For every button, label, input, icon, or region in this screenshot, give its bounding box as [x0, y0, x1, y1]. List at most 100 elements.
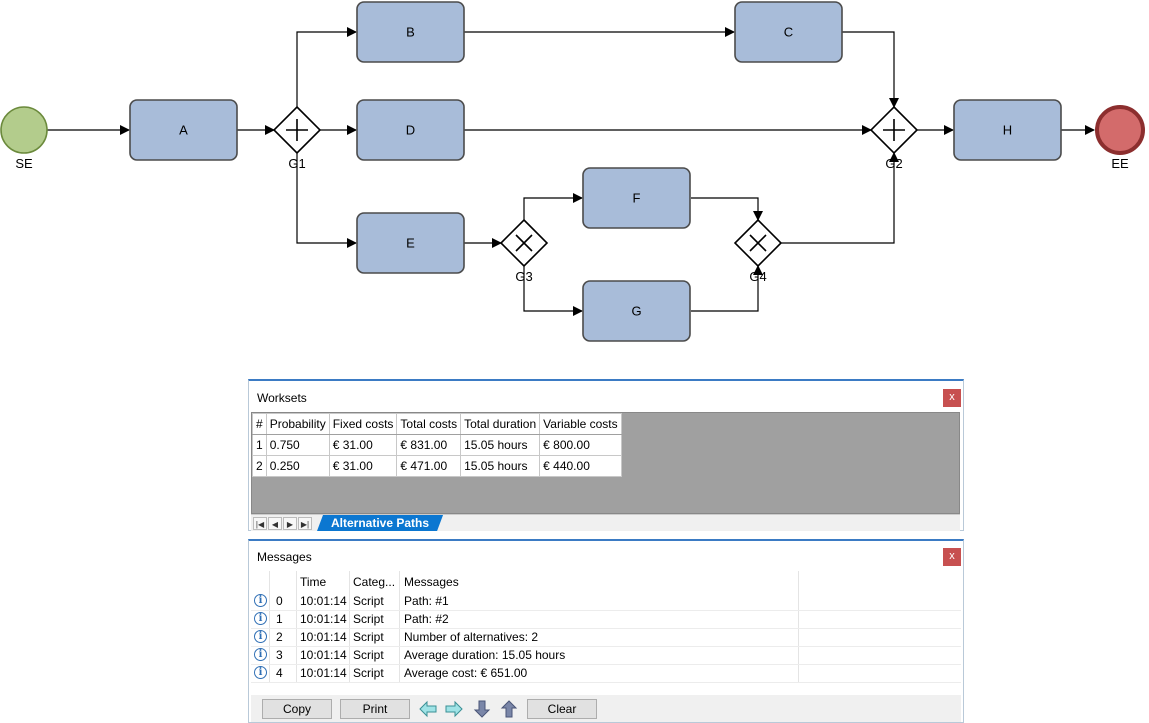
column-divider	[349, 571, 350, 683]
worksets-title: Worksets	[257, 391, 307, 405]
worksets-header-row: # Probability Fixed costs Total costs To…	[252, 413, 622, 435]
gateway-g3-label: G3	[515, 269, 532, 284]
list-item[interactable]: i 3 10:01:14 Script Average duration: 15…	[251, 647, 961, 665]
arrow-right-icon[interactable]	[444, 699, 464, 719]
last-tab-icon[interactable]: ▶|	[298, 517, 312, 530]
message-text: Path: #2	[404, 612, 449, 626]
table-cell: 1	[252, 434, 267, 456]
worksets-table: # Probability Fixed costs Total costs To…	[252, 413, 622, 477]
column-header-category[interactable]: Categ...	[353, 575, 396, 589]
messages-table: Time Categ... Messages i 0 10:01:14 Scri…	[251, 571, 961, 683]
column-header[interactable]: Total duration	[460, 413, 541, 435]
list-item[interactable]: i 0 10:01:14 Script Path: #1	[251, 593, 961, 611]
messages-toolbar: Copy Print Clear	[251, 695, 961, 722]
gateway-g2-label: G2	[885, 156, 902, 171]
message-id: 0	[276, 594, 283, 608]
table-cell: € 831.00	[396, 434, 462, 456]
message-category: Script	[353, 612, 384, 626]
task-c-label: C	[784, 25, 793, 40]
arrow-up-icon[interactable]	[499, 699, 519, 719]
task-f[interactable]: F	[582, 167, 691, 229]
column-header[interactable]: Fixed costs	[328, 413, 398, 435]
task-b-label: B	[406, 25, 415, 40]
info-icon: i	[254, 648, 267, 661]
messages-header-row: Time Categ... Messages	[251, 571, 961, 593]
gateway-g1[interactable]: G1	[272, 105, 322, 171]
table-row[interactable]: 2 0.250 € 31.00 € 471.00 15.05 hours € 4…	[252, 455, 622, 477]
gateway-g4[interactable]: G4	[733, 218, 783, 284]
task-f-label: F	[633, 191, 641, 206]
table-cell: € 440.00	[539, 455, 622, 477]
column-header[interactable]: Variable costs	[539, 413, 622, 435]
print-button[interactable]: Print	[340, 699, 410, 719]
next-tab-icon[interactable]: ▶	[283, 517, 297, 530]
copy-button[interactable]: Copy	[262, 699, 332, 719]
table-cell: € 800.00	[539, 434, 622, 456]
message-time: 10:01:14	[300, 594, 347, 608]
table-cell: € 471.00	[396, 455, 462, 477]
task-a[interactable]: A	[129, 99, 238, 161]
info-icon: i	[254, 612, 267, 625]
clear-button[interactable]: Clear	[527, 699, 597, 719]
sheet-tab-bar: |◀ ◀ ▶ ▶| Alternative Paths	[251, 514, 960, 531]
table-cell: 0.250	[265, 455, 330, 477]
task-e-label: E	[406, 236, 415, 251]
end-event-label: EE	[1111, 156, 1129, 171]
table-row[interactable]: 1 0.750 € 31.00 € 831.00 15.05 hours € 8…	[252, 434, 622, 456]
table-cell: 15.05 hours	[460, 434, 541, 456]
column-divider	[269, 571, 270, 683]
message-time: 10:01:14	[300, 612, 347, 626]
table-cell: 2	[252, 455, 267, 477]
worksets-grid: # Probability Fixed costs Total costs To…	[251, 412, 960, 514]
column-header[interactable]: Total costs	[396, 413, 462, 435]
column-header-time[interactable]: Time	[300, 575, 327, 589]
info-icon: i	[254, 630, 267, 643]
message-time: 10:01:14	[300, 630, 347, 644]
first-tab-icon[interactable]: |◀	[253, 517, 267, 530]
message-category: Script	[353, 648, 384, 662]
task-e[interactable]: E	[356, 212, 465, 274]
arrow-left-icon[interactable]	[418, 699, 438, 719]
column-header-messages[interactable]: Messages	[404, 575, 459, 589]
task-c[interactable]: C	[734, 1, 843, 63]
list-item[interactable]: i 1 10:01:14 Script Path: #2	[251, 611, 961, 629]
start-event[interactable]: SE	[0, 106, 48, 171]
gateway-g3[interactable]: G3	[499, 218, 549, 284]
task-d-label: D	[406, 123, 415, 138]
table-cell: 0.750	[265, 434, 330, 456]
table-cell: € 31.00	[328, 455, 398, 477]
messages-title: Messages	[257, 550, 312, 564]
messages-close-button[interactable]: x	[943, 548, 961, 566]
message-text: Average duration: 15.05 hours	[404, 648, 566, 662]
list-item[interactable]: i 2 10:01:14 Script Number of alternativ…	[251, 629, 961, 647]
column-header[interactable]: Probability	[265, 413, 330, 435]
tab-alternative-paths[interactable]: Alternative Paths	[317, 515, 443, 531]
message-id: 2	[276, 630, 283, 644]
task-h[interactable]: H	[953, 99, 1062, 161]
process-diagram: SE EE A B C D E F G H G1	[0, 1, 1145, 342]
column-divider	[296, 571, 297, 683]
task-h-label: H	[1003, 123, 1012, 138]
table-cell: € 31.00	[328, 434, 398, 456]
arrow-down-icon[interactable]	[472, 699, 492, 719]
message-text: Number of alternatives: 2	[404, 630, 539, 644]
table-cell: 15.05 hours	[460, 455, 541, 477]
list-item[interactable]: i 4 10:01:14 Script Average cost: € 651.…	[251, 665, 961, 683]
column-divider	[399, 571, 400, 683]
gateway-g2[interactable]: G2	[869, 105, 919, 171]
message-id: 1	[276, 612, 283, 626]
prev-tab-icon[interactable]: ◀	[268, 517, 282, 530]
task-g[interactable]: G	[582, 280, 691, 342]
messages-panel: Messages x Time Categ... Messages i 0 10…	[248, 539, 964, 723]
message-time: 10:01:14	[300, 666, 347, 680]
worksets-panel: Worksets x # Probability Fixed costs Tot…	[248, 379, 964, 531]
end-event[interactable]: EE	[1095, 105, 1145, 171]
sequence-flows	[47, 27, 1095, 316]
gateway-g1-label: G1	[288, 156, 305, 171]
worksets-close-button[interactable]: x	[943, 389, 961, 407]
column-header[interactable]: #	[252, 413, 267, 435]
start-event-label: SE	[15, 156, 33, 171]
column-divider	[798, 571, 799, 683]
task-b[interactable]: B	[356, 1, 465, 63]
task-d[interactable]: D	[356, 99, 465, 161]
